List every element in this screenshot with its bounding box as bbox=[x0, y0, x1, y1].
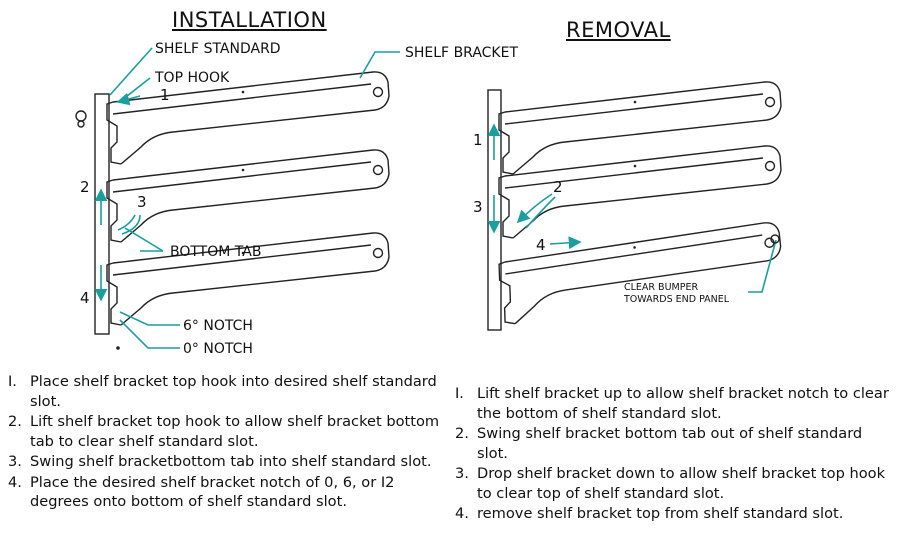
label-clear-bumper: CLEAR BUMPER bbox=[624, 282, 698, 293]
removal-steps: I. Lift shelf bracket up to allow shelf b… bbox=[455, 384, 895, 525]
step-text: remove shelf bracket top from shelf stan… bbox=[477, 505, 844, 522]
removal-step: 3. Drop shelf bracket down to allow shelf… bbox=[455, 464, 895, 503]
installation-removal-diagram: 1 2 3 4 SHELF STANDARD TOP HOOK SHELF BR… bbox=[75, 41, 784, 357]
rem-marker-4: 4 bbox=[536, 236, 546, 254]
removal-step: 4. remove shelf bracket top from shelf st… bbox=[455, 504, 895, 524]
step-text: Swing shelf bracketbottom tab into shelf… bbox=[30, 453, 432, 470]
step-number: 3. bbox=[455, 465, 469, 482]
inst-marker-1: 1 bbox=[160, 86, 170, 104]
step-number: 2. bbox=[8, 413, 22, 430]
rem-marker-2: 2 bbox=[553, 178, 563, 196]
step-text: Swing shelf bracket bottom tab out of sh… bbox=[477, 425, 863, 462]
shelf-standard bbox=[94, 93, 110, 335]
installation-drawing: 1 2 3 4 SHELF STANDARD TOP HOOK SHELF BR… bbox=[75, 41, 518, 357]
step-number: I. bbox=[8, 373, 17, 390]
removal-step: I. Lift shelf bracket up to allow shelf b… bbox=[455, 384, 895, 423]
bracket-1 bbox=[106, 71, 390, 165]
label-shelf-bracket: SHELF BRACKET bbox=[405, 45, 518, 61]
removal-step: 2. Swing shelf bracket bottom tab out of … bbox=[455, 424, 895, 463]
label-top-hook: TOP HOOK bbox=[154, 70, 230, 86]
step-number: 4. bbox=[8, 473, 22, 491]
removal-shelf-standard bbox=[487, 89, 502, 331]
step-text: Place shelf bracket top hook into desire… bbox=[30, 373, 437, 410]
label-shelf-standard: SHELF STANDARD bbox=[155, 41, 281, 57]
installation-step: 3. Swing shelf bracketbottom tab into she… bbox=[8, 452, 448, 472]
step-text: Drop shelf bracket down to allow shelf b… bbox=[477, 465, 886, 502]
step-number: I. bbox=[455, 385, 464, 402]
step-text: Lift shelf bracket top hook to allow she… bbox=[30, 413, 440, 450]
label-6-notch: 6° NOTCH bbox=[183, 318, 253, 334]
keyhole-icon bbox=[75, 110, 87, 128]
installation-title: INSTALLATION bbox=[172, 8, 327, 32]
label-0-notch: 0° NOTCH bbox=[183, 341, 253, 357]
installation-step: 4. Place the desired shelf bracket notch … bbox=[8, 473, 448, 512]
step-text: Place the desired shelf bracket notch of… bbox=[30, 473, 395, 511]
installation-step: 2. Lift shelf bracket top hook to allow s… bbox=[8, 412, 448, 451]
installation-step: I. Place shelf bracket top hook into desi… bbox=[8, 372, 448, 411]
step-number: 4. bbox=[455, 505, 469, 522]
step-number: 2. bbox=[455, 425, 469, 442]
bracket-2 bbox=[106, 149, 390, 243]
step-number: 3. bbox=[8, 453, 22, 470]
inst-marker-4: 4 bbox=[80, 289, 90, 307]
label-towards-end-panel: TOWARDS END PANEL bbox=[623, 294, 730, 305]
label-bottom-tab: BOTTOM TAB bbox=[170, 244, 261, 260]
step-text: Lift shelf bracket up to allow shelf bra… bbox=[477, 385, 889, 422]
removal-bracket-2 bbox=[498, 145, 782, 239]
rem-marker-1: 1 bbox=[473, 131, 483, 149]
rem-marker-3: 3 bbox=[473, 198, 483, 216]
inst-marker-3: 3 bbox=[137, 193, 147, 211]
removal-title: REMOVAL bbox=[566, 18, 671, 42]
installation-steps: I. Place shelf bracket top hook into desi… bbox=[8, 372, 448, 513]
inst-marker-2: 2 bbox=[80, 178, 90, 196]
removal-drawing: 1 2 3 4 CLEAR BUMPER TOWARDS END PANEL bbox=[473, 81, 784, 331]
